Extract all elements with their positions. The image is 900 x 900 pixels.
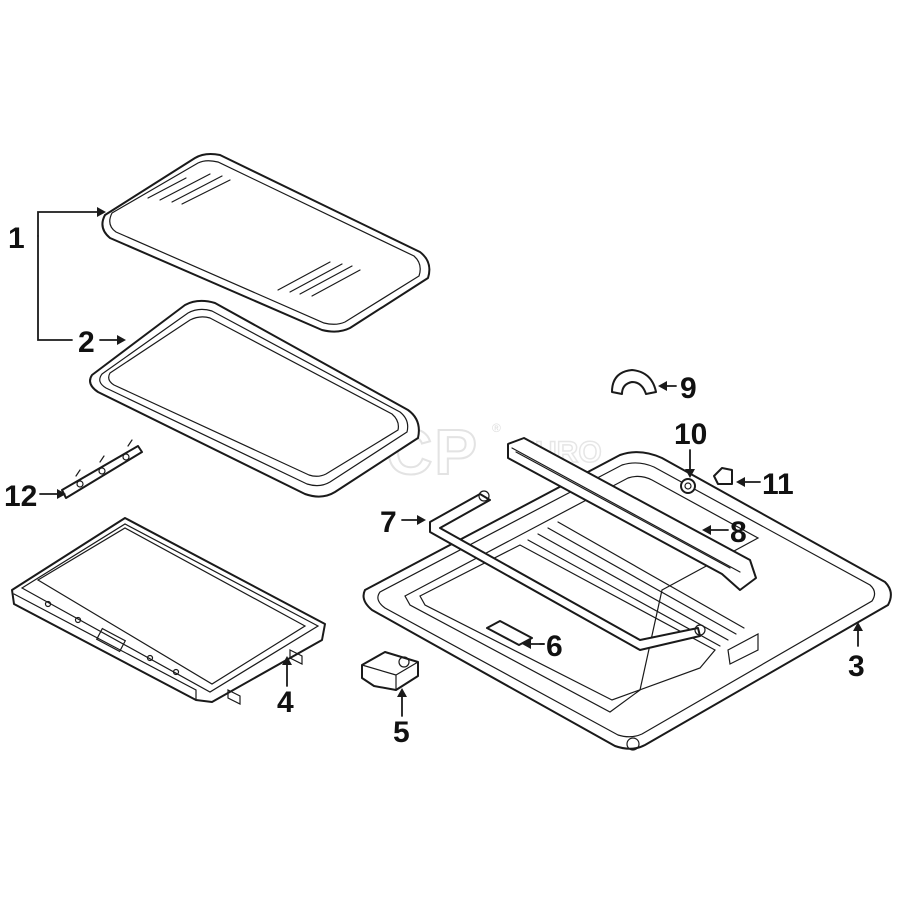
callout-1: 1	[8, 222, 25, 255]
part-glass-seal[interactable]	[89, 299, 420, 498]
part-motor-bracket[interactable]	[361, 651, 419, 691]
part-glass-panel[interactable]	[101, 153, 431, 333]
callout-9: 9	[680, 372, 697, 405]
part-wind-deflector-strip[interactable]	[61, 439, 143, 499]
part-drain-tube[interactable]	[429, 490, 706, 651]
part-nut[interactable]	[680, 478, 696, 494]
watermark-reg: ®	[492, 421, 501, 435]
part-bracket-clip[interactable]	[713, 467, 733, 485]
callout-7: 7	[380, 506, 397, 539]
callout-10: 10	[674, 418, 707, 451]
callout-labels: 1 2 3 4 5 6 7 8 9 10 11 12	[4, 222, 865, 749]
part-sunroof-frame[interactable]	[362, 451, 892, 751]
part-clip[interactable]	[611, 369, 657, 395]
callout-2: 2	[78, 326, 95, 359]
callout-3: 3	[848, 650, 865, 683]
part-wind-deflector[interactable]	[507, 437, 757, 591]
part-label[interactable]	[486, 620, 533, 646]
leader-lines	[37, 207, 863, 717]
callout-8: 8	[730, 516, 747, 549]
callout-5: 5	[393, 716, 410, 749]
callout-4: 4	[277, 686, 294, 719]
callout-12: 12	[4, 480, 37, 513]
part-sunshade[interactable]	[11, 517, 326, 705]
callout-11: 11	[762, 468, 794, 501]
callout-6: 6	[546, 630, 563, 663]
